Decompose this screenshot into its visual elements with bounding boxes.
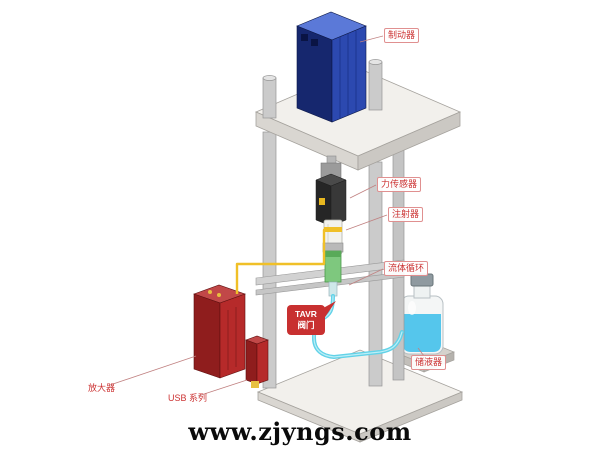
amplifier-label: 放大器 — [88, 383, 116, 393]
tavr-valve-line1: TAVR — [295, 309, 317, 319]
reservoir-bottle — [400, 273, 444, 355]
usb-series-label: USB 系列 — [168, 393, 208, 403]
amplifier-box — [193, 284, 246, 379]
tavr-valve-callout: TAVR 阀门 — [287, 305, 325, 335]
motor-vent — [301, 34, 308, 41]
brake-label: 制动器 — [384, 28, 420, 43]
force-sensor-label: 力传感器 — [377, 177, 422, 192]
usb-interface-box — [245, 335, 269, 388]
brake-actuator — [296, 11, 367, 123]
fluid-tube — [311, 294, 404, 360]
sensor-signal-wire — [235, 227, 342, 294]
leader-lines — [109, 35, 425, 397]
column-tops — [262, 59, 383, 119]
force-sensor — [315, 173, 347, 227]
fluid-circulation-label: 流体循环 — [384, 261, 429, 276]
usb-connector — [251, 381, 259, 388]
tavr-valve-line2: 阀门 — [297, 320, 315, 330]
injector-label: 注射器 — [388, 207, 424, 222]
sensor-connector — [319, 198, 325, 205]
website-watermark: www.zjyngs.com — [188, 417, 412, 446]
reservoir-label: 储液器 — [411, 355, 447, 370]
motor-vent — [311, 39, 318, 46]
bottom-platform — [256, 349, 464, 443]
